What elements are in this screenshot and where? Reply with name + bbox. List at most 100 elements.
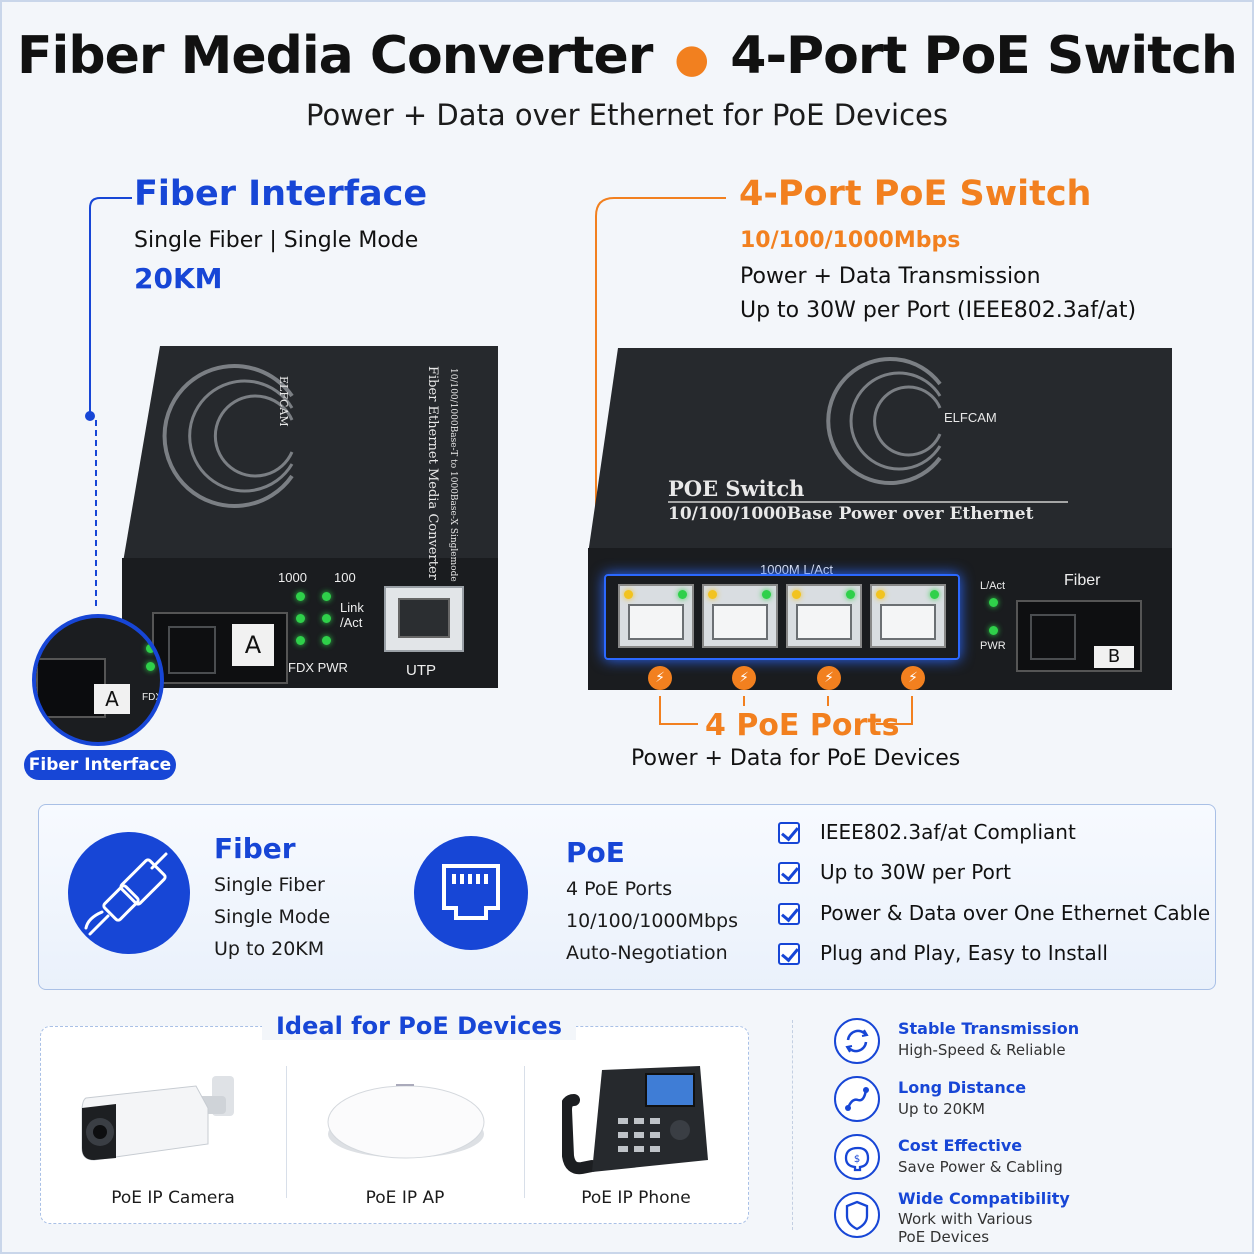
- poe-port-2[interactable]: [702, 584, 778, 648]
- check-icon: [778, 862, 800, 884]
- poe-ports-bracket: [659, 696, 913, 725]
- media-converter: ELFCAM Fiber Ethernet Media Converter 10…: [122, 346, 498, 688]
- ip-phone-image: [562, 1066, 708, 1175]
- switch-callout-speed: 10/100/1000Mbps: [740, 228, 961, 253]
- led-label-100: 100: [334, 570, 356, 585]
- bolt-icon: ⚡: [817, 666, 841, 690]
- poe-port-3[interactable]: [786, 584, 862, 648]
- title-left: Fiber Media Converter: [17, 26, 653, 86]
- benefit-title: Long Distance: [898, 1078, 1027, 1097]
- poe-switch: ELFCAM POE Switch 10/100/1000Base Power …: [588, 348, 1172, 690]
- fiber-connector-icon: [84, 852, 168, 936]
- lact-label: L/Act: [980, 580, 1006, 592]
- title-separator-dot: ●: [674, 36, 709, 82]
- poe-feature-line: 4 PoE Ports: [566, 878, 673, 900]
- utp-port-socket: [398, 598, 450, 638]
- utp-port[interactable]: [384, 586, 464, 652]
- port2-led-a: [708, 590, 717, 599]
- check-item: Power & Data over One Ethernet Cable: [820, 901, 1211, 925]
- fiber-interface-zoom: A FDX: [32, 614, 164, 746]
- title-right: 4-Port PoE Switch: [730, 26, 1238, 86]
- led-link-a: [296, 614, 305, 623]
- zoom-led-2: [146, 662, 155, 671]
- fiber-socket-a: [168, 626, 216, 674]
- poe-ports-highlight: [604, 574, 960, 660]
- page-title: Fiber Media Converter ● 4-Port PoE Switch: [0, 26, 1254, 86]
- feature-panel: [38, 804, 1216, 990]
- ip-ap-image: [327, 1084, 485, 1159]
- switch-led-lact: [989, 598, 998, 607]
- port4-led-a: [876, 590, 885, 599]
- fiber-feature-line: Single Fiber: [214, 874, 325, 896]
- port3-led-b: [846, 590, 855, 599]
- benefit-subtitle: Up to 20KM: [898, 1100, 985, 1118]
- benefit-subtitle: PoE Devices: [898, 1228, 990, 1246]
- route-icon: [834, 1076, 880, 1122]
- link-act-label-2: /Act: [340, 615, 363, 630]
- port1-socket: [628, 604, 684, 640]
- zoom-led-1: [146, 644, 155, 653]
- switch-led-pwr: [989, 626, 998, 635]
- led-1000: [296, 592, 305, 601]
- port-b-label: B: [1094, 646, 1134, 668]
- led-fdx: [296, 636, 305, 645]
- fiber-feature-line: Single Mode: [214, 906, 331, 928]
- fiber-interface-badge: Fiber Interface: [24, 750, 176, 780]
- svg-text:$: $: [854, 1154, 860, 1165]
- ideal-devices-title: Ideal for PoE Devices: [262, 1012, 576, 1040]
- port1-led-a: [624, 590, 633, 599]
- shield-icon: [834, 1192, 880, 1238]
- fiber-callout-distance: 20KM: [134, 262, 223, 295]
- benefit-subtitle: High-Speed & Reliable: [898, 1041, 1066, 1059]
- utp-label: UTP: [406, 662, 436, 679]
- check-icon: [778, 903, 800, 925]
- fiber-feature-icon: [68, 832, 190, 954]
- check-item: Up to 30W per Port: [820, 860, 1011, 884]
- product-label: PoE IP AP: [365, 1188, 445, 1208]
- converter-label: Fiber Ethernet Media Converter: [425, 366, 440, 580]
- switch-callout-line1: Power + Data Transmission: [740, 264, 1041, 289]
- poe-port-1[interactable]: [618, 584, 694, 648]
- led-label-1000: 1000: [278, 570, 307, 585]
- zoom-fdx-label: FDX: [142, 692, 162, 703]
- piggy-bank-icon: $: [834, 1134, 880, 1180]
- ethernet-port-icon: [442, 864, 500, 920]
- sync-icon: [834, 1018, 880, 1064]
- port3-led-a: [792, 590, 801, 599]
- bolt-icon: ⚡: [732, 666, 756, 690]
- switch-callout-line2: Up to 30W per Port (IEEE802.3af/at): [740, 298, 1137, 323]
- led-link-b: [322, 614, 331, 623]
- benefit-title: Wide Compatibility: [898, 1189, 1070, 1208]
- converter-brand: ELFCAM: [277, 376, 290, 427]
- port4-led-b: [930, 590, 939, 599]
- divider: [286, 1066, 287, 1198]
- poe-port-4[interactable]: [870, 584, 946, 648]
- port4-socket: [880, 604, 936, 640]
- check-icon: [778, 943, 800, 965]
- fiber-port-a[interactable]: A: [152, 612, 288, 684]
- fiber-feature-title: Fiber: [214, 832, 296, 865]
- check-item: IEEE802.3af/at Compliant: [820, 820, 1076, 844]
- fiber-label: Fiber: [1064, 572, 1101, 589]
- led-pwr: [322, 636, 331, 645]
- switch-brand: ELFCAM: [944, 410, 997, 425]
- switch-desc: 10/100/1000Base Power over Ethernet: [668, 504, 1034, 524]
- port2-led-b: [762, 590, 771, 599]
- fiber-callout-line: [85, 197, 132, 610]
- port3-socket: [796, 604, 852, 640]
- fiber-port-b[interactable]: B: [1016, 600, 1142, 672]
- port1-led-b: [678, 590, 687, 599]
- benefit-title: Stable Transmission: [898, 1019, 1080, 1038]
- led-100: [322, 592, 331, 601]
- poe-ports-sublabel: Power + Data for PoE Devices: [631, 746, 961, 771]
- link-act-label: Link: [340, 600, 364, 615]
- poe-ports-label: 4 PoE Ports: [705, 708, 900, 743]
- fiber-callout-title: Fiber Interface: [134, 174, 428, 214]
- benefit-title: Cost Effective: [898, 1136, 1023, 1155]
- converter-sublabel: 10/100/1000Base-T to 1000Base-X Singlemo…: [448, 368, 458, 582]
- poe-feature-icon: [414, 836, 528, 950]
- switch-callout-title: 4-Port PoE Switch: [739, 174, 1092, 214]
- divider: [524, 1066, 525, 1198]
- benefits-divider: [792, 1020, 793, 1230]
